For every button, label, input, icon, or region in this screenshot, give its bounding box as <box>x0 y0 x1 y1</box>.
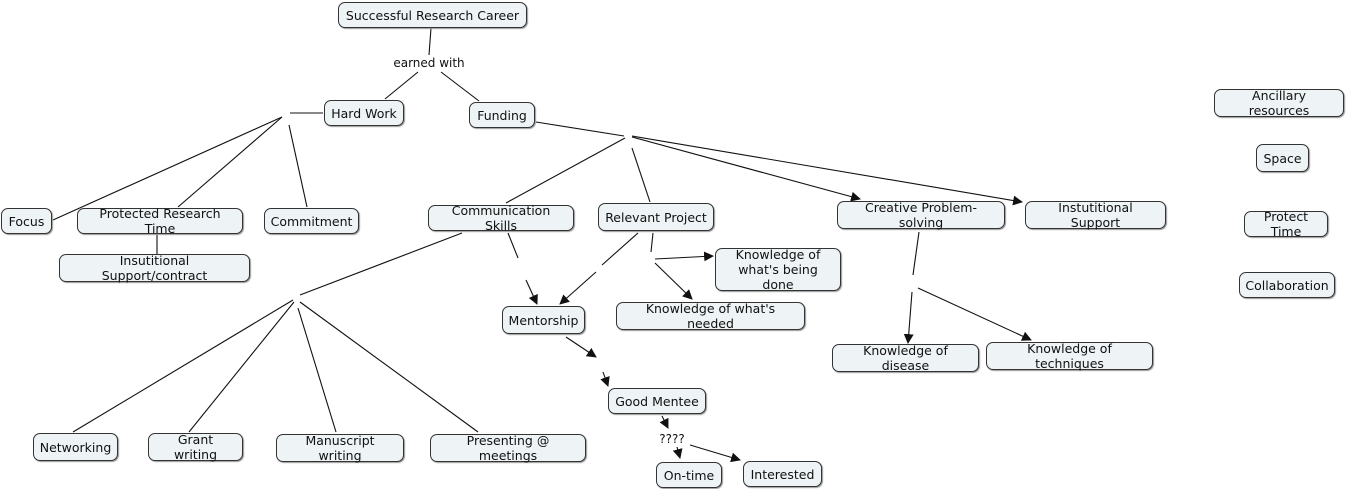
link-label-earned-with: earned with <box>392 56 466 70</box>
link-hw-protected-time <box>177 116 283 208</box>
link-relevant-junction <box>650 232 654 253</box>
node-networking[interactable]: Networking <box>33 433 118 461</box>
node-instutitional-support[interactable]: Instutitional Support <box>1025 200 1166 230</box>
link-label-unknown: ???? <box>658 432 686 446</box>
link-comm-manuscript <box>297 307 337 433</box>
node-commitment[interactable]: Commitment <box>264 208 359 234</box>
node-ancillary-resources[interactable]: Ancillary resources <box>1214 88 1344 118</box>
node-interested[interactable]: Interested <box>743 461 822 487</box>
node-funding[interactable]: Funding <box>469 102 535 128</box>
node-knowledge-of-disease[interactable]: Knowledge of disease <box>832 343 979 373</box>
link-hw-focus <box>52 116 283 221</box>
node-knowledge-being-done[interactable]: Knowledge of what's being done <box>715 247 841 292</box>
node-protect-time[interactable]: Protect Time <box>1244 209 1328 239</box>
node-collaboration[interactable]: Collaboration <box>1239 272 1335 298</box>
node-communication-skills[interactable]: Communication Skills <box>428 203 574 233</box>
node-creative-problem-solving[interactable]: Creative Problem-solving <box>837 200 1005 230</box>
link-comm-presenting <box>299 301 479 433</box>
link-fund-communication <box>505 137 626 204</box>
node-hard-work[interactable]: Hard Work <box>324 100 404 126</box>
link-hw-commitment <box>288 124 308 208</box>
link-comm-grant <box>188 301 295 433</box>
node-mentorship[interactable]: Mentorship <box>502 306 585 334</box>
link-earned-with-funding <box>440 71 480 102</box>
link-relevant-mentor-a <box>601 232 639 266</box>
link-comm-networking <box>72 299 294 433</box>
node-on-time[interactable]: On-time <box>656 462 722 488</box>
link-goodmentee-unknown <box>659 415 669 429</box>
node-manuscript-writing[interactable]: Manuscript writing <box>276 433 404 463</box>
link-unknown-ontime <box>672 446 683 459</box>
link-relevant-done <box>654 251 714 262</box>
node-space[interactable]: Space <box>1256 144 1309 172</box>
node-knowledge-of-techniques[interactable]: Knowledge of techniques <box>986 341 1153 371</box>
link-comm-junction <box>299 232 463 296</box>
node-focus[interactable]: Focus <box>1 208 52 234</box>
node-knowledge-whats-needed[interactable]: Knowledge of what's needed <box>616 301 805 331</box>
node-insutitional-support-contract[interactable]: Insutitional Support/contract <box>59 253 250 283</box>
link-comm-mentor-b <box>525 279 538 305</box>
link-career-earned-with <box>428 27 432 56</box>
link-fund-relevant <box>631 147 651 203</box>
node-protected-research-time[interactable]: Protected Research Time <box>77 206 243 236</box>
link-creative-junction <box>912 231 920 276</box>
node-grant-writing[interactable]: Grant writing <box>148 432 243 462</box>
link-fund-creative <box>631 136 861 202</box>
link-fund-institutional <box>631 135 1023 206</box>
link-mentor-goodmentee-b <box>600 371 610 387</box>
link-creative-disease <box>903 291 914 344</box>
node-presenting-at-meetings[interactable]: Presenting @ meetings <box>430 433 586 463</box>
link-mentor-goodmentee-a <box>565 336 597 358</box>
node-good-mentee[interactable]: Good Mentee <box>608 388 706 414</box>
link-unknown-interested <box>689 444 741 463</box>
node-successful-research-career[interactable]: Successful Research Career <box>338 2 527 28</box>
link-relevant-mentor-b <box>559 271 597 305</box>
link-funding-junction <box>535 121 625 137</box>
link-relevant-needed <box>654 262 693 300</box>
node-relevant-project[interactable]: Relevant Project <box>598 203 714 231</box>
link-earned-with-hard-work <box>384 71 419 100</box>
link-creative-techniques <box>917 287 1032 341</box>
link-comm-mentor-a <box>507 232 519 259</box>
